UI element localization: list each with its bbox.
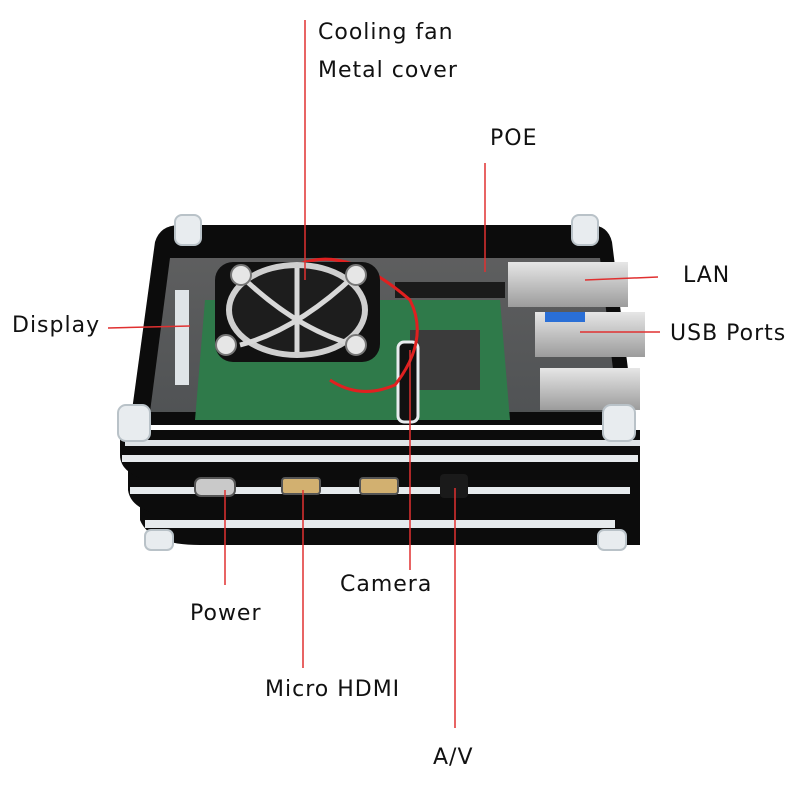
fan-screw-icon bbox=[215, 334, 237, 356]
fan-screw-icon bbox=[345, 264, 367, 286]
leader-line-display bbox=[107, 325, 191, 329]
label-usb-ports: USB Ports bbox=[670, 321, 787, 346]
soc-chip bbox=[410, 330, 480, 390]
label-lan: LAN bbox=[683, 263, 731, 288]
av-jack bbox=[440, 474, 468, 498]
fan-guard-bars bbox=[238, 268, 357, 352]
micro-hdmi-port bbox=[359, 477, 399, 495]
leader-line-lan bbox=[584, 276, 659, 281]
usb-port-bottom bbox=[540, 368, 640, 410]
case-foot bbox=[597, 529, 627, 551]
fan-wire bbox=[273, 257, 419, 393]
usb3-tongue bbox=[545, 312, 585, 322]
case-foot bbox=[602, 404, 636, 442]
case-foot bbox=[571, 214, 599, 246]
label-display: Display bbox=[12, 313, 101, 338]
cooling-fan-icon bbox=[215, 262, 380, 362]
case-clear-layer bbox=[145, 520, 615, 528]
case-clear-layer bbox=[125, 440, 640, 446]
case-feet bbox=[117, 214, 636, 551]
label-camera: Camera bbox=[340, 572, 433, 597]
label-micro-hdmi: Micro HDMI bbox=[265, 677, 401, 702]
camera-slot bbox=[396, 340, 420, 424]
label-power: Power bbox=[190, 601, 262, 626]
leader-lines bbox=[107, 20, 660, 728]
case-clear-layer bbox=[122, 455, 638, 462]
usb-c-power-port bbox=[194, 477, 236, 497]
label-cooling-fan: Cooling fan bbox=[318, 20, 454, 45]
label-metal-cover: Metal cover bbox=[318, 58, 458, 83]
case-foot bbox=[117, 404, 151, 442]
gpio-header bbox=[395, 282, 505, 298]
case-foot bbox=[144, 529, 174, 551]
label-av: A/V bbox=[433, 745, 474, 770]
side-ports bbox=[508, 262, 645, 410]
lan-port bbox=[508, 262, 628, 307]
case-layer-middle bbox=[120, 430, 640, 478]
fan-screw-icon bbox=[345, 334, 367, 356]
case-foot bbox=[174, 214, 202, 246]
label-poe: POE bbox=[490, 126, 538, 151]
fan-screw-icon bbox=[230, 264, 252, 286]
micro-hdmi-port bbox=[281, 477, 321, 495]
display-slot bbox=[175, 290, 189, 385]
